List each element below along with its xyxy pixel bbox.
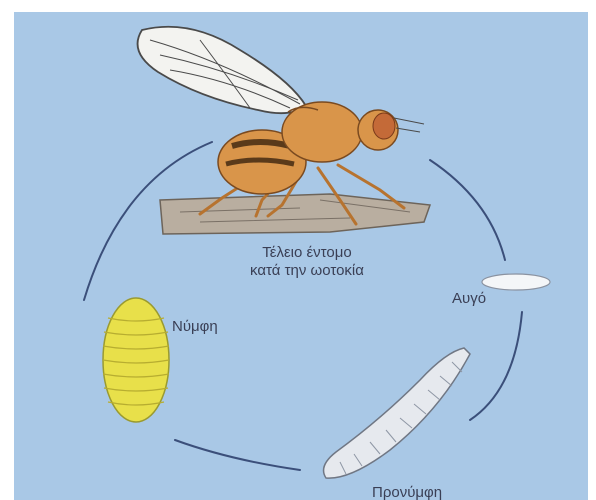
pupa-illustration [103,298,169,422]
label-adult-line2: κατά την ωοτοκία [232,262,382,280]
larva-illustration [324,348,470,478]
label-larva: Προνύμφη [372,484,442,500]
label-pupa: Νύμφη [172,318,218,336]
cycle-arc-right [470,312,522,420]
label-egg: Αυγό [452,290,486,308]
adult-fly-illustration [138,27,424,224]
cycle-arc-bottom [175,440,300,470]
cycle-arc-upper-right [430,160,505,260]
egg-illustration [482,274,550,290]
label-adult-line1: Τέλειο έντομο [232,244,382,262]
label-adult-stage: Τέλειο έντομο κατά την ωοτοκία [232,244,382,280]
